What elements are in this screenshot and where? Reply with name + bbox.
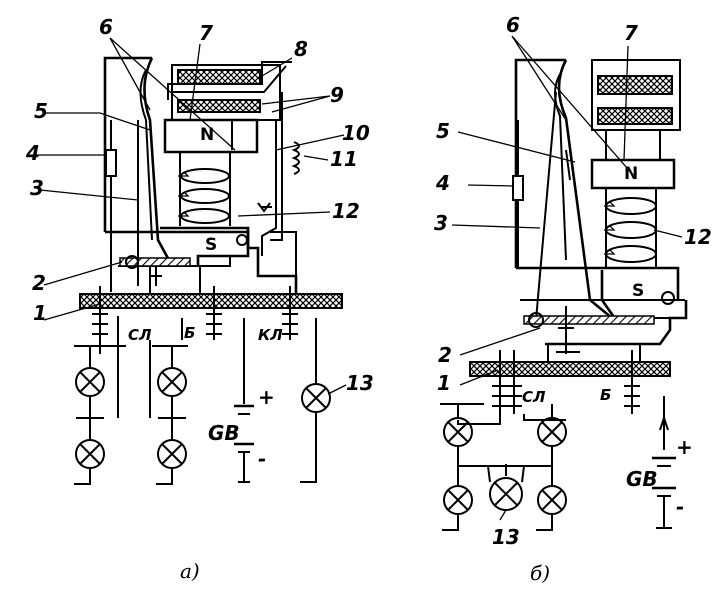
callout-4-b: 4: [435, 171, 450, 195]
callout-1-a: 1: [33, 301, 47, 325]
callout-3-b: 3: [434, 211, 448, 235]
callout-5-b: 5: [436, 119, 450, 143]
pivot-a: [236, 234, 248, 246]
callout-6-b: 6: [506, 13, 520, 37]
contact-screw-b: [558, 306, 574, 354]
resistor-4-b: [512, 175, 524, 201]
lamp-mid-1: [157, 346, 187, 440]
callout-4-a: 4: [25, 141, 40, 165]
callout-2-a: 2: [32, 271, 46, 295]
callout-13-a: 13: [346, 371, 374, 395]
base-plate: [79, 293, 343, 309]
lamp-left-2-b: [442, 485, 473, 531]
winding-frame-b: [591, 59, 681, 131]
north-pole-label: N: [200, 125, 214, 145]
winding-frame: [171, 64, 281, 121]
callout-6-a: 6: [99, 15, 113, 39]
contact-plate-b: [523, 315, 655, 325]
lower-winding: [177, 99, 261, 113]
lamp-13-a: [300, 318, 331, 483]
callout-10-a: 10: [342, 121, 370, 145]
callout-2-b: 2: [438, 343, 452, 367]
terminal-screws-a: [92, 286, 298, 340]
resistor-4: [105, 149, 117, 177]
contact-spring-b: [557, 59, 613, 320]
terminal-sl-a: СЛ: [128, 326, 152, 344]
terminal-sl-b: СЛ: [522, 388, 546, 406]
battery-a: [234, 318, 254, 483]
core-top-b: [605, 130, 661, 160]
terminal-screws-b: [492, 350, 640, 414]
wire-10: [231, 119, 277, 256]
terminal-b-b: Б: [600, 386, 611, 404]
north-pole-block: [163, 118, 259, 154]
contact-screw: [150, 266, 162, 286]
lamp-left-1-b: [443, 404, 473, 486]
callout-1-b: 1: [437, 371, 451, 395]
pivot-b: [661, 291, 675, 305]
coil-11: [291, 141, 300, 175]
battery-label-a: GB: [208, 421, 240, 445]
callout-11-a: 11: [330, 147, 358, 171]
upper-winding-b: [597, 75, 673, 95]
diagram-a: N S: [25, 15, 374, 583]
wire-3-b: [535, 91, 557, 321]
caption-a: а): [180, 559, 200, 583]
lamp-right-1-b: [537, 404, 567, 486]
callout-7-b: 7: [624, 21, 638, 45]
callout-7-a: 7: [199, 21, 213, 45]
ext-wires-a: [99, 316, 183, 418]
upper-winding: [177, 69, 261, 85]
callout-13-b: 13: [492, 525, 520, 549]
callout-12-a: 12: [332, 199, 360, 223]
battery-plus-a: +: [258, 385, 275, 409]
callout-5-a: 5: [34, 99, 48, 123]
lamp-mid-2: [156, 439, 187, 485]
coil-12: [178, 168, 230, 224]
diagram-b: N S: [434, 13, 712, 585]
battery-minus-b: -: [676, 495, 684, 519]
battery-b: [652, 396, 676, 529]
ext-wires-b: [440, 403, 566, 425]
lamp-left-2: [74, 439, 105, 485]
battery-plus-b: +: [676, 435, 693, 459]
terminal-kl-a: КЛ: [258, 326, 283, 344]
base-supports-b: [547, 344, 641, 362]
frame-right: [270, 231, 297, 276]
leader-lines-a: [36, 37, 347, 395]
base-plate-b: [469, 361, 671, 377]
contact-plate: [119, 257, 191, 267]
spring-contact-5-b: [565, 149, 575, 181]
lamp-left-1: [75, 346, 105, 440]
callout-12-b: 12: [684, 225, 712, 249]
lamp-cross-bus-b: [458, 464, 552, 476]
lower-winding-b: [597, 107, 673, 125]
caption-b: б): [530, 561, 550, 585]
south-pole-label-b: S: [632, 281, 644, 301]
contact-spring-inner: [139, 69, 153, 241]
callout-8-a: 8: [294, 37, 308, 61]
leader-lines-b: [451, 35, 683, 521]
contact-spring: [143, 57, 172, 263]
south-pole-label: S: [205, 235, 217, 255]
battery-minus-a: -: [258, 447, 266, 471]
contact-point-2-b: [528, 312, 544, 328]
lamp-right-2-b: [536, 485, 567, 531]
diode: [257, 202, 272, 213]
battery-label-b: GB: [626, 467, 658, 491]
south-armature: [160, 226, 250, 266]
callout-9-a: 9: [330, 83, 344, 107]
callout-3-a: 3: [30, 176, 44, 200]
wire-11: [270, 92, 283, 241]
terminal-b-a: Б: [184, 324, 195, 342]
coil-12-b: [604, 197, 657, 263]
core: [179, 152, 231, 226]
